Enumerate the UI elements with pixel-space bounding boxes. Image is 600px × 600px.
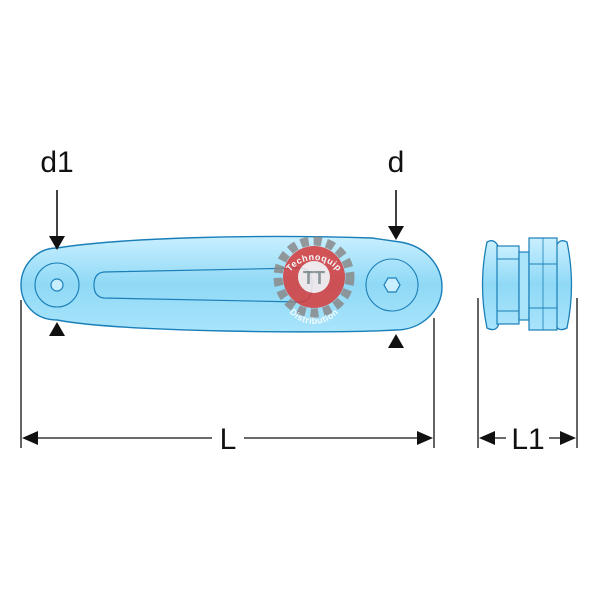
L1-label: L1 [511,423,544,456]
distributor-watermark: TT Technoquip Distribution [273,236,355,326]
small-end-hole [50,278,64,292]
small-end-boss [34,262,80,308]
dimension-L1: L1 [477,298,578,456]
dimension-d: d [388,146,405,348]
d-label: d [388,146,405,179]
d-top-arrow [388,226,404,240]
watermark-monogram: TT [303,268,325,288]
watermark-inner-disc [298,261,330,293]
d1-label: d1 [40,146,73,179]
wrench-end-view [481,237,573,331]
L-arrow-left [22,431,38,445]
L1-arrow-left [479,431,495,445]
hex-socket [383,277,401,293]
wrench-side-view [20,235,443,333]
end-view-block-left [496,245,520,325]
d1-bottom-arrow [49,322,65,336]
dimension-d1: d1 [40,146,74,336]
end-view-block-center [518,251,530,321]
watermark-gear-ring [273,236,355,318]
wrench-body [20,235,443,333]
d-bottom-arrow [388,334,404,348]
dimension-L: L [20,300,435,456]
L1-arrow-right [560,431,576,445]
d1-top-arrow [49,236,65,250]
L-label: L [220,423,237,456]
large-end-boss [365,258,419,312]
L-arrow-right [417,431,433,445]
